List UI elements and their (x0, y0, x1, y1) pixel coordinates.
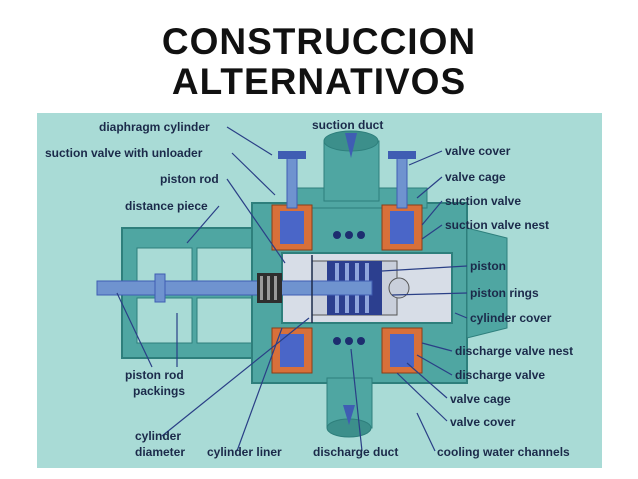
leader-lines (116, 126, 468, 452)
suction-duct (323, 130, 380, 202)
label-discharge-valve: discharge valve (455, 368, 545, 382)
label-cylinder-diameter-line2: diameter (135, 445, 185, 459)
label-suction-valve: suction valve (445, 194, 521, 208)
label-piston: piston (470, 259, 506, 273)
label-suction-valve-unloader: suction valve with unloader (45, 146, 203, 160)
label-valve-cover-top: valve cover (445, 144, 511, 158)
discharge-duct (326, 377, 373, 438)
unloader-stem-left (278, 151, 306, 209)
slide-title-line1: CONSTRUCCION (161, 21, 477, 62)
compressor-diagram: diaphragm cylinder suction duct suction … (37, 113, 602, 468)
label-valve-cage-bottom: valve cage (450, 392, 511, 406)
label-valve-cage-top: valve cage (445, 170, 506, 184)
label-valve-cover-bottom: valve cover (450, 415, 516, 429)
valve-nest-top-left (271, 204, 313, 251)
label-cooling-water-channels: cooling water channels (437, 445, 570, 459)
label-cylinder-liner: cylinder liner (207, 445, 282, 459)
label-cylinder-diameter-line1: cylinder (135, 429, 181, 443)
label-discharge-valve-nest: discharge valve nest (455, 344, 573, 358)
label-distance-piece: distance piece (125, 199, 208, 213)
valve-nest-bottom-right (381, 327, 423, 374)
label-diaphragm-cylinder: diaphragm cylinder (99, 120, 210, 134)
label-discharge-duct: discharge duct (313, 445, 398, 459)
label-piston-rings: piston rings (470, 286, 539, 300)
valve-nest-top-right (381, 204, 423, 251)
unloader-stem-right (388, 151, 416, 209)
valve-nest-bottom-left (271, 327, 313, 374)
piston-rod-packings (257, 273, 282, 303)
slide-title-line2: ALTERNATIVOS (171, 61, 467, 102)
label-piston-rod-packings-line2: packings (133, 384, 185, 398)
label-suction-valve-nest: suction valve nest (445, 218, 549, 232)
piston-rod-end (154, 273, 166, 303)
suction-ports (333, 231, 365, 239)
discharge-ports (333, 337, 365, 345)
label-piston-rod: piston rod (160, 172, 219, 186)
piston-rod (96, 280, 373, 296)
label-cylinder-cover: cylinder cover (470, 311, 552, 325)
label-piston-rod-packings-line1: piston rod (125, 368, 184, 382)
label-suction-duct: suction duct (312, 118, 383, 132)
